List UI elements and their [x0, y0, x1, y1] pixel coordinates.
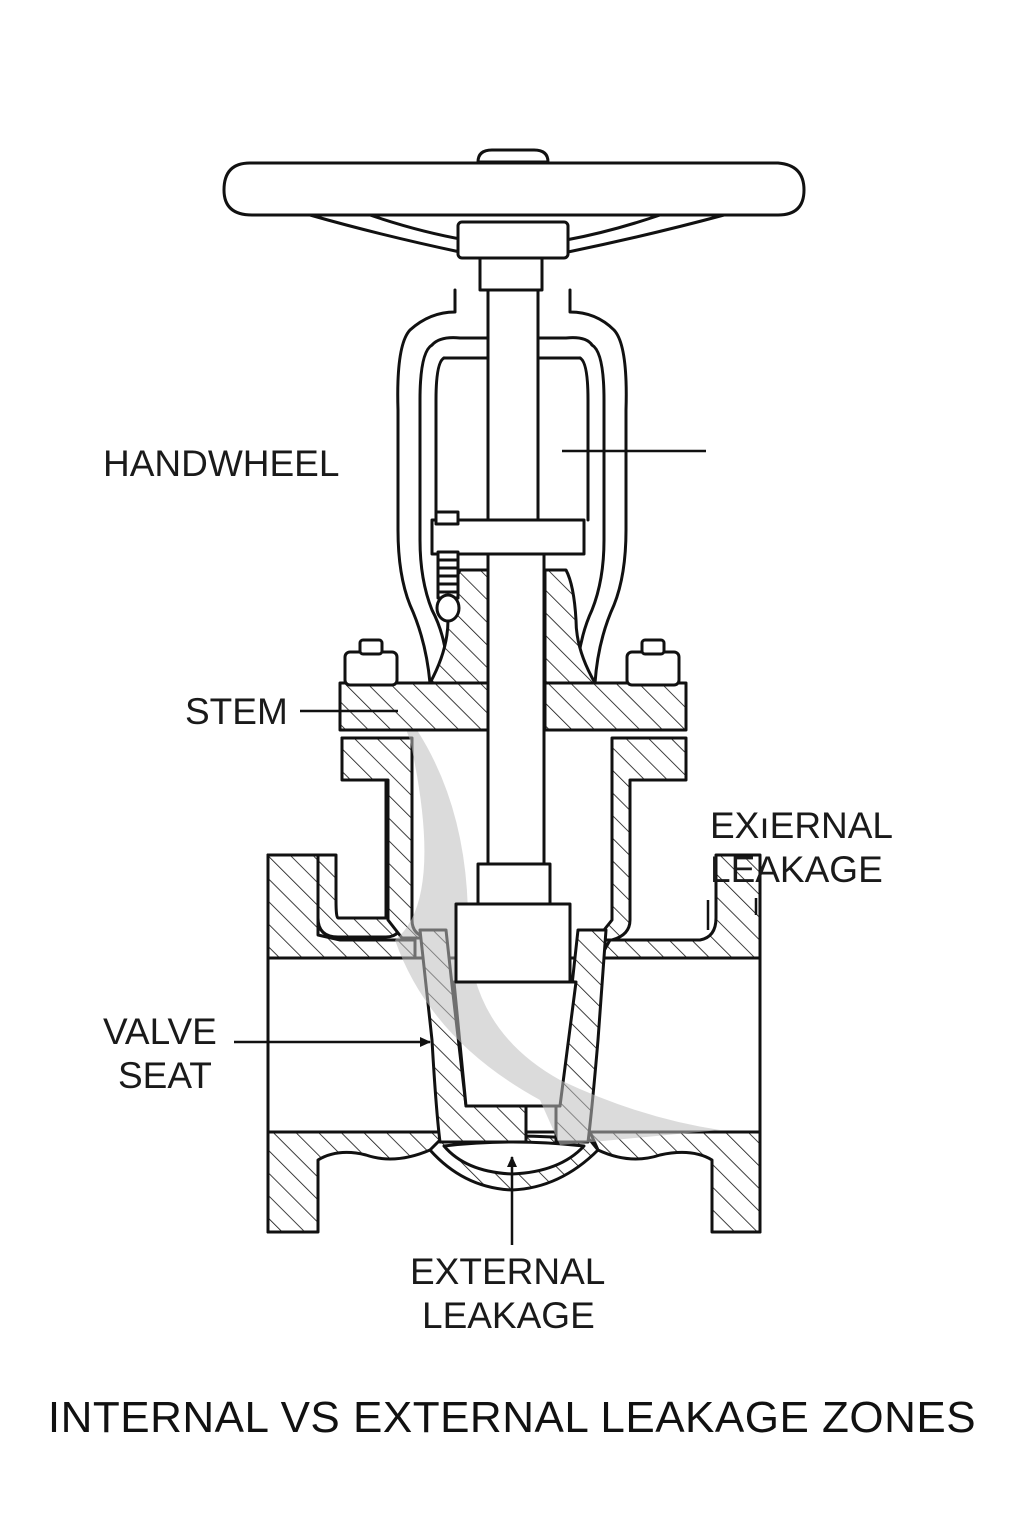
bonnet-flange-right — [543, 681, 688, 732]
handwheel-label: HANDWHEEL — [103, 443, 339, 484]
bonnet-flange — [338, 638, 688, 732]
yoke-outer — [396, 288, 457, 685]
stem-nut — [454, 902, 572, 984]
valve-seat-label-line1: VALVE — [103, 1011, 217, 1052]
leader-lines — [234, 449, 758, 1245]
handwheel-rim — [222, 161, 806, 217]
bolt-right — [625, 650, 681, 687]
leakage-zone — [395, 700, 720, 1145]
bolt-left — [343, 650, 399, 687]
packing-right — [543, 568, 597, 685]
stem-label: STEM — [185, 691, 288, 732]
diagram-title: INTERNAL VS EXTERNAL LEAKAGE ZONES — [48, 1393, 976, 1442]
external-leakage-bottom-line1: EXTERNAL — [410, 1251, 605, 1292]
body-bottom-right — [588, 1130, 762, 1234]
yoke-crossbar — [430, 518, 586, 556]
handwheel — [222, 148, 806, 292]
valve-seat-label-line2: SEAT — [118, 1055, 212, 1096]
external-leakage-right-line2: LEAKAGE — [710, 849, 883, 890]
external-leakage-right-line1: EXıERNAL — [710, 805, 893, 846]
body-right-top — [598, 853, 762, 960]
body-bottom-left — [266, 1130, 443, 1234]
neck-right-wall — [594, 736, 688, 942]
external-leakage-bottom-line2: LEAKAGE — [422, 1295, 595, 1336]
stem — [454, 288, 572, 984]
gland-stud — [435, 550, 461, 623]
yoke — [396, 288, 628, 685]
bonnet-flange-left — [338, 681, 490, 732]
handwheel-hub — [456, 220, 570, 260]
